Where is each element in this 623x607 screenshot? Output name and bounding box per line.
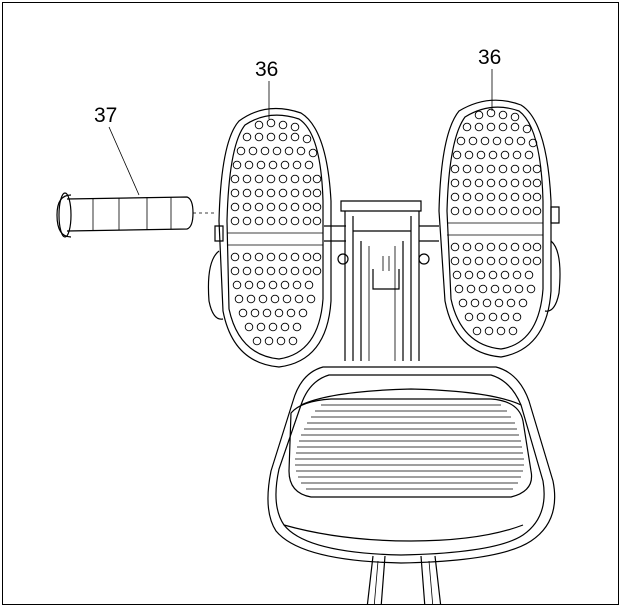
- callout-label: 37: [94, 104, 117, 127]
- callout-36-left: 36: [255, 58, 278, 119]
- seat-texture: [295, 404, 524, 490]
- right-footrest: [438, 99, 561, 358]
- callout-label: 36: [255, 58, 278, 81]
- center-mount: [324, 200, 439, 361]
- callout-37: 37: [94, 104, 140, 196]
- left-footrest: [207, 107, 332, 368]
- exploded-assembly-drawing: 36 36 37: [56, 46, 561, 604]
- seat: [267, 366, 556, 564]
- frame-post: [366, 555, 442, 604]
- callout-label: 36: [478, 46, 501, 69]
- callout-36-right: 36: [478, 46, 501, 111]
- foam-grip: [56, 192, 215, 238]
